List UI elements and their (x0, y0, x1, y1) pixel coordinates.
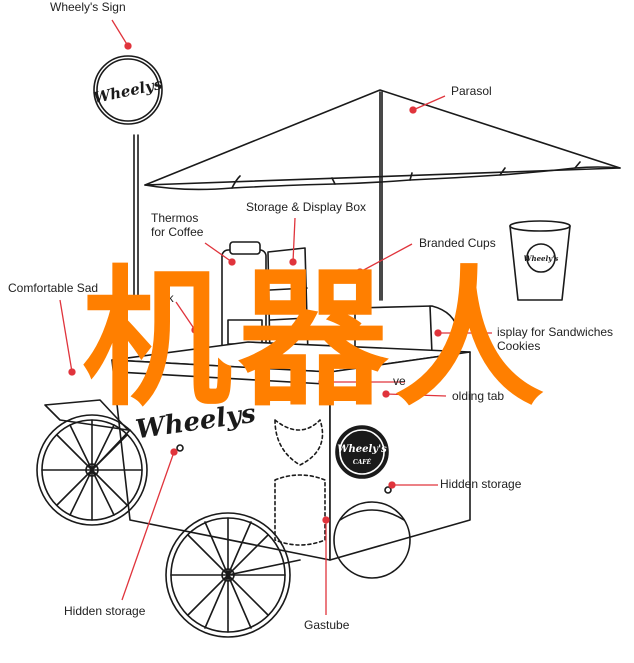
cart-body-shape (111, 341, 471, 561)
overlay-watermark-text: 机器人 (82, 253, 551, 427)
label-milk: lk (165, 291, 174, 305)
cup-logo: Wheely's (524, 254, 559, 263)
label-parasol: Parasol (451, 84, 492, 98)
label-thermos: Thermos for Coffee (151, 211, 204, 239)
branded-cup-shape (509, 220, 571, 301)
label-wheelys-sign: Wheely's Sign (50, 0, 126, 14)
leader-lines (59, 19, 492, 615)
label-storage-display-box: Storage & Display Box (246, 200, 367, 214)
parasol-shape (144, 89, 621, 301)
label-branded-cups: Branded Cups (419, 236, 496, 250)
wheels-shape (36, 399, 411, 638)
label-gastube: Gastube (304, 618, 350, 632)
label-folding-table: olding tab (452, 389, 505, 403)
cafe-badge-top: Wheely's (337, 444, 387, 455)
label-stove: ve (393, 374, 406, 388)
wheelys-sign-shape (93, 55, 163, 301)
label-hidden-storage-left: Hidden storage (64, 604, 146, 618)
label-comfortable-saddle: Comfortable Sad (8, 281, 99, 295)
display-case-shape (354, 305, 459, 357)
label-display-sandwiches: isplay for Sandwiches Cookies (497, 325, 614, 353)
label-hidden-storage-right: Hidden storage (440, 477, 522, 491)
cafe-badge-bottom: CAFÉ (353, 458, 372, 466)
